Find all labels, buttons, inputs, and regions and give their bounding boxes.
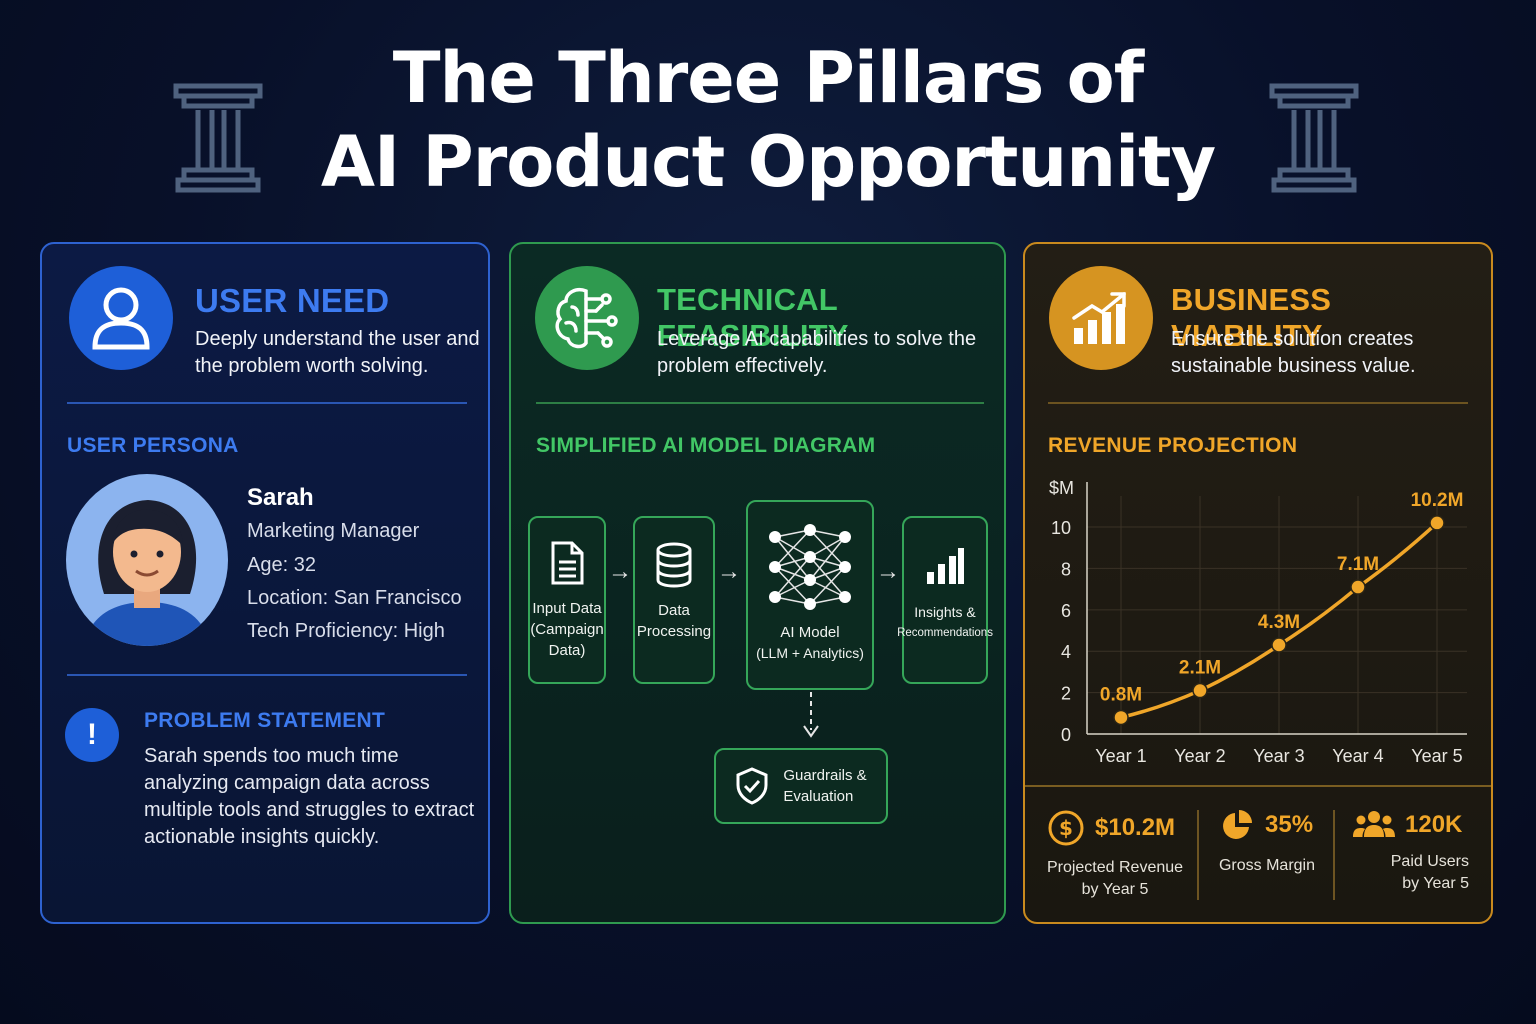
- users-icon: [1353, 811, 1395, 837]
- revenue-line-chart: 0 2 4 6 8 10 $M Year 1 Year 2 Year 3 Year 4 Year 5 0…: [1049, 478, 1467, 766]
- persona-label: USER PERSONA: [67, 434, 239, 457]
- data-label: 0.8M: [1100, 684, 1142, 705]
- node-label: Insights &: [914, 604, 976, 620]
- problem-text: Sarah spends too much time analyzing cam…: [144, 745, 475, 848]
- pillar-icon: [1269, 83, 1359, 193]
- stat-value: 35%: [1265, 811, 1314, 838]
- data-label: 2.1M: [1179, 658, 1221, 679]
- stat-label: Paid Users: [1390, 853, 1469, 870]
- stat-label: by Year 5: [1402, 875, 1469, 892]
- data-point: [1429, 515, 1445, 531]
- node-label: Guardrails &: [783, 767, 867, 784]
- insights-node: Insights & Recommendations: [897, 516, 993, 684]
- y-tick-label: 8: [1061, 559, 1071, 579]
- business-viability-subtitle: Ensure the solution creates sustainable …: [1171, 328, 1416, 377]
- y-tick-label: 0: [1061, 725, 1071, 745]
- x-tick-label: Year 1: [1095, 746, 1146, 766]
- data-point: [1192, 682, 1208, 699]
- x-tick-label: Year 3: [1253, 746, 1304, 766]
- stat-label: Gross Margin: [1218, 857, 1316, 874]
- user-need-card: USER NEED Deeply understand the user and…: [40, 242, 490, 924]
- diagram-label: SIMPLIFIED AI MODEL DIAGRAM: [536, 434, 876, 457]
- avatar: [66, 474, 228, 646]
- user-need-heading: USER NEED: [195, 282, 390, 319]
- business-viability-heading: BUSINESS VIABILITY: [1171, 282, 1332, 353]
- persona-role: Marketing Manager: [247, 520, 420, 542]
- stat-projected-revenue: $ $10.2M Projected Revenue by Year 5: [1045, 809, 1185, 901]
- persona-tech-proficiency: Tech Proficiency: High: [247, 620, 445, 642]
- persona-age: Age: 32: [247, 554, 316, 576]
- technical-feasibility-card: TECHNICAL FEASIBILITY Leverage AI capabi…: [509, 242, 1006, 924]
- ai-model-node: AI Model (LLM + Analytics): [746, 500, 874, 690]
- y-axis-label: $M: [1049, 478, 1074, 498]
- guardrails-node: Guardrails & Evaluation: [714, 748, 888, 824]
- x-tick-label: Year 2: [1174, 746, 1225, 766]
- brain-circuit-icon: [535, 266, 639, 370]
- input-data-node: Input Data (Campaign Data): [528, 516, 606, 684]
- node-label: Evaluation: [783, 788, 854, 805]
- stat-label: Projected Revenue: [1046, 859, 1184, 876]
- bar-chart-icon: [927, 548, 964, 584]
- data-point: [1113, 709, 1129, 726]
- shield-check-icon: [736, 767, 768, 805]
- y-tick-label: 6: [1061, 601, 1071, 621]
- neural-network-icon: [769, 524, 851, 610]
- node-label: (LLM + Analytics): [756, 645, 864, 661]
- data-point: [1350, 579, 1366, 595]
- business-viability-card: BUSINESS VIABILITY Ensure the solution c…: [1023, 242, 1493, 924]
- user-need-subtitle: Deeply understand the user and the probl…: [195, 328, 480, 377]
- stat-paid-users: 120K Paid Users by Year 5: [1351, 809, 1481, 895]
- revenue-projection-label: REVENUE PROJECTION: [1048, 434, 1298, 457]
- divider: [536, 402, 984, 404]
- pillar-icon: [173, 83, 263, 193]
- node-label: (Campaign: [530, 621, 604, 638]
- document-icon: [551, 541, 584, 585]
- technical-feasibility-heading: TECHNICAL FEASIBILITY: [657, 282, 849, 353]
- dashed-arrow-down-icon: [803, 692, 819, 738]
- data-processing-node: Data Processing: [633, 516, 715, 684]
- user-icon: [69, 266, 173, 370]
- y-tick-label: 4: [1061, 642, 1071, 662]
- database-icon: [656, 542, 692, 588]
- node-label: Processing: [636, 623, 712, 640]
- divider: [1025, 785, 1491, 787]
- node-label: Input Data: [532, 600, 602, 617]
- page-title: The Three Pillars of AI Product Opportun…: [0, 36, 1536, 204]
- persona-name: Sarah: [247, 484, 314, 511]
- dollar-icon: $: [1048, 810, 1084, 846]
- arrow-right-icon: →: [608, 558, 632, 585]
- data-label: 4.3M: [1258, 612, 1300, 633]
- stat-gross-margin: 35% Gross Margin: [1217, 809, 1317, 877]
- title-line-2: AI Product Opportunity: [320, 121, 1216, 203]
- y-tick-label: 2: [1061, 684, 1071, 704]
- x-tick-label: Year 5: [1411, 746, 1462, 766]
- stat-value: $10.2M: [1095, 814, 1176, 841]
- divider: [67, 674, 467, 676]
- arrow-right-icon: →: [876, 558, 900, 585]
- data-label: 7.1M: [1337, 554, 1379, 575]
- node-label: AI Model: [780, 624, 840, 641]
- title-line-1: The Three Pillars of: [392, 37, 1144, 119]
- problem-label: PROBLEM STATEMENT: [144, 709, 386, 732]
- node-label: Recommendations: [897, 627, 993, 639]
- exclamation-icon: !: [65, 708, 119, 762]
- pie-chart-icon: [1223, 810, 1252, 839]
- divider: [67, 402, 467, 404]
- arrow-right-icon: →: [717, 558, 741, 585]
- svg-text:$: $: [1059, 816, 1073, 840]
- node-label: Data): [548, 642, 586, 659]
- stat-separator: [1197, 810, 1199, 900]
- stat-label: by Year 5: [1081, 881, 1149, 898]
- y-tick-label: 10: [1051, 518, 1071, 538]
- node-label: Data: [658, 602, 690, 619]
- divider: [1048, 402, 1468, 404]
- x-tick-label: Year 4: [1332, 746, 1383, 766]
- data-label: 10.2M: [1411, 490, 1464, 511]
- stat-value: 120K: [1405, 811, 1463, 838]
- persona-location: Location: San Francisco: [247, 587, 462, 609]
- technical-feasibility-subtitle: Leverage AI capabilities to solve the pr…: [657, 328, 977, 377]
- data-point: [1271, 637, 1287, 653]
- growth-chart-icon: [1049, 266, 1153, 370]
- stat-separator: [1333, 810, 1335, 900]
